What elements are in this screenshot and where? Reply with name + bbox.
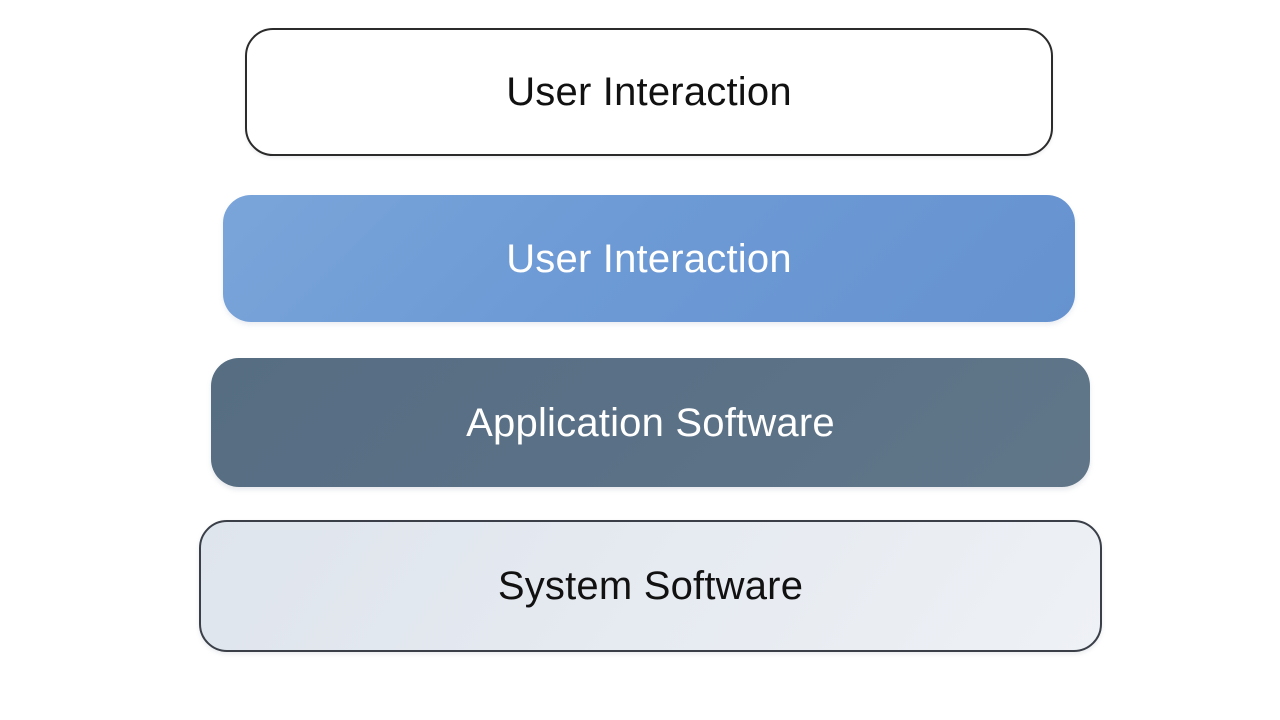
layer-user-interaction-outline[interactable]: User Interaction	[245, 28, 1053, 156]
layer-label-system-software: System Software	[497, 564, 804, 608]
layer-label-application-software: Application Software	[466, 400, 835, 445]
layer-label-user-interaction-outline: User Interaction	[506, 70, 792, 114]
layer-application-software[interactable]: Application Software	[211, 358, 1090, 487]
layer-system-software[interactable]: System Software	[199, 520, 1102, 652]
layer-label-user-interaction-blue: User Interaction	[506, 236, 792, 281]
layer-user-interaction-blue[interactable]: User Interaction	[223, 195, 1075, 322]
